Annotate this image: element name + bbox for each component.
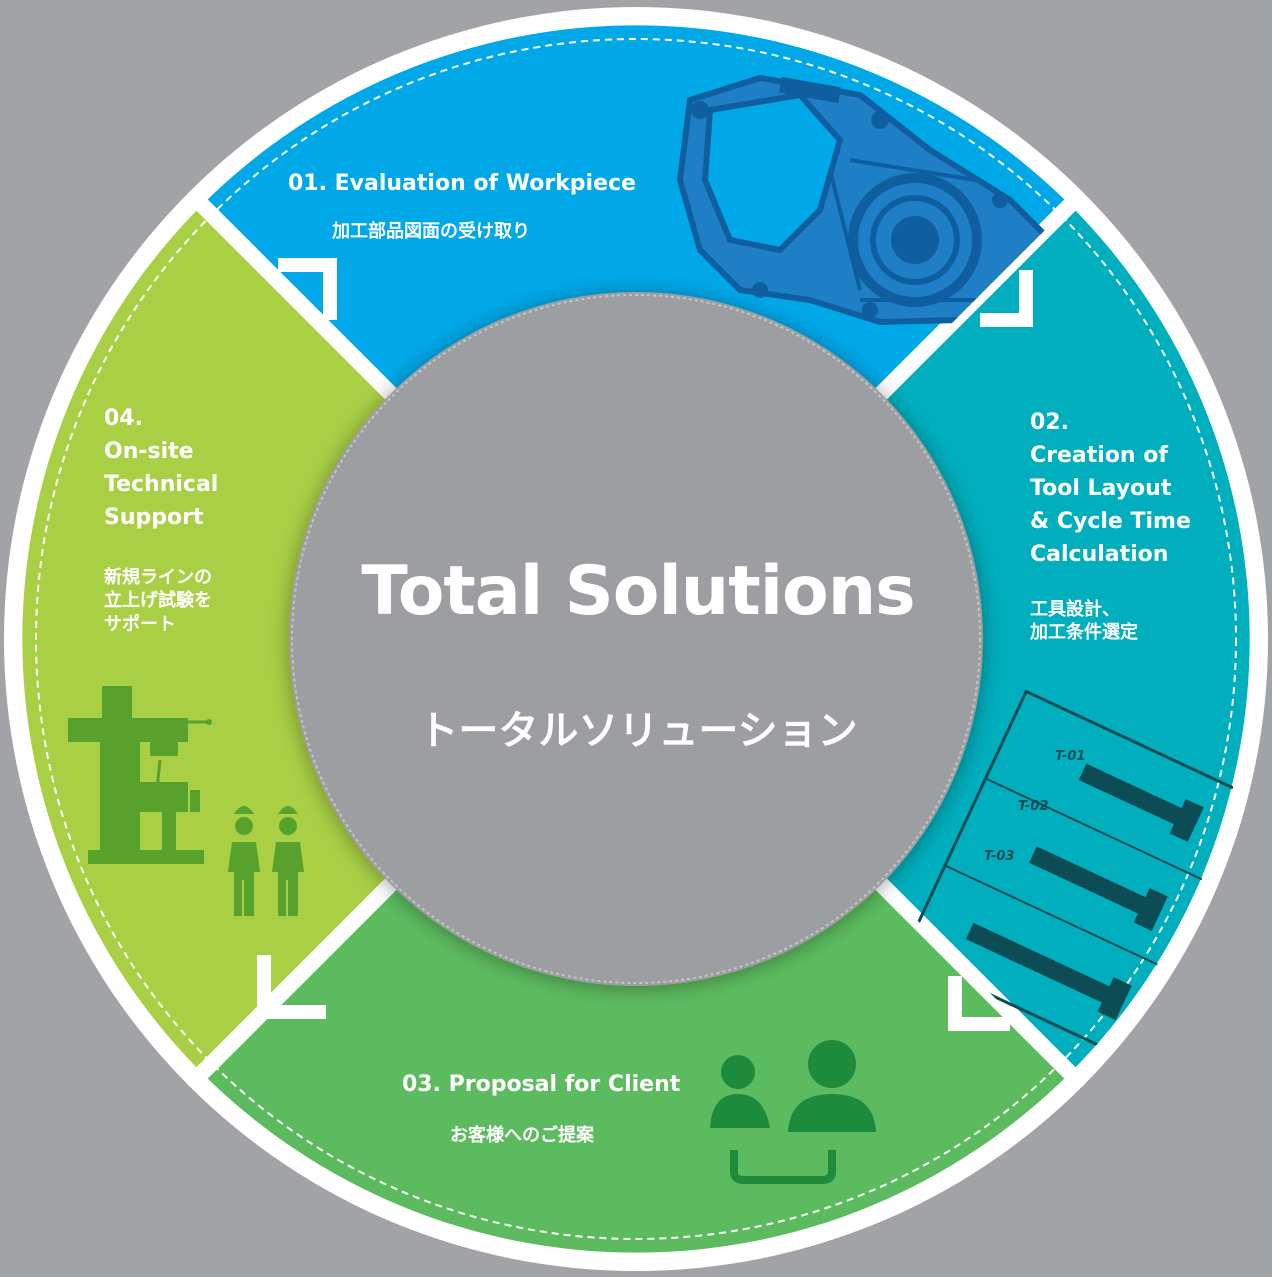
dashed-ring: [35, 38, 1237, 1240]
tool-label-t03: T-03: [984, 849, 1014, 864]
center-subtitle: トータルソリューション: [418, 708, 858, 754]
center-title: Total Solutions: [361, 552, 915, 631]
workpiece-casting-icon: [676, 74, 1064, 326]
step-04-jp: 新規ラインの 立上げ試験を サポート: [104, 567, 212, 635]
client-people-icon: [710, 1040, 876, 1184]
machine-and-workers-icon: [68, 686, 304, 916]
step-01-jp: 加工部品図面の受け取り: [332, 221, 530, 242]
step-03-jp: お客様へのご提案: [450, 1125, 594, 1146]
arrow-notches: [257, 258, 1033, 1031]
step-01-title: 01. Evaluation of Workpiece: [288, 171, 636, 196]
step-04-number: 04.: [104, 406, 143, 431]
step-03-title: 03. Proposal for Client: [402, 1072, 681, 1097]
step-02-title: 02. Creation of Tool Layout & Cycle Time…: [1030, 406, 1191, 571]
tool-label-t01: T-01: [1055, 749, 1085, 764]
tool-layout-drawing-icon: T-01 T-02 T-03: [901, 689, 1252, 1062]
arrow-notch-top-right: [980, 270, 1033, 327]
step-02-number: 02.: [1030, 410, 1069, 435]
center-circle: [289, 292, 983, 986]
step-02-jp: 工具設計、 加工条件選定: [1030, 599, 1138, 644]
tool-label-t02: T-02: [1018, 799, 1048, 814]
step-04-title: 04. On-site Technical Support: [104, 402, 218, 534]
